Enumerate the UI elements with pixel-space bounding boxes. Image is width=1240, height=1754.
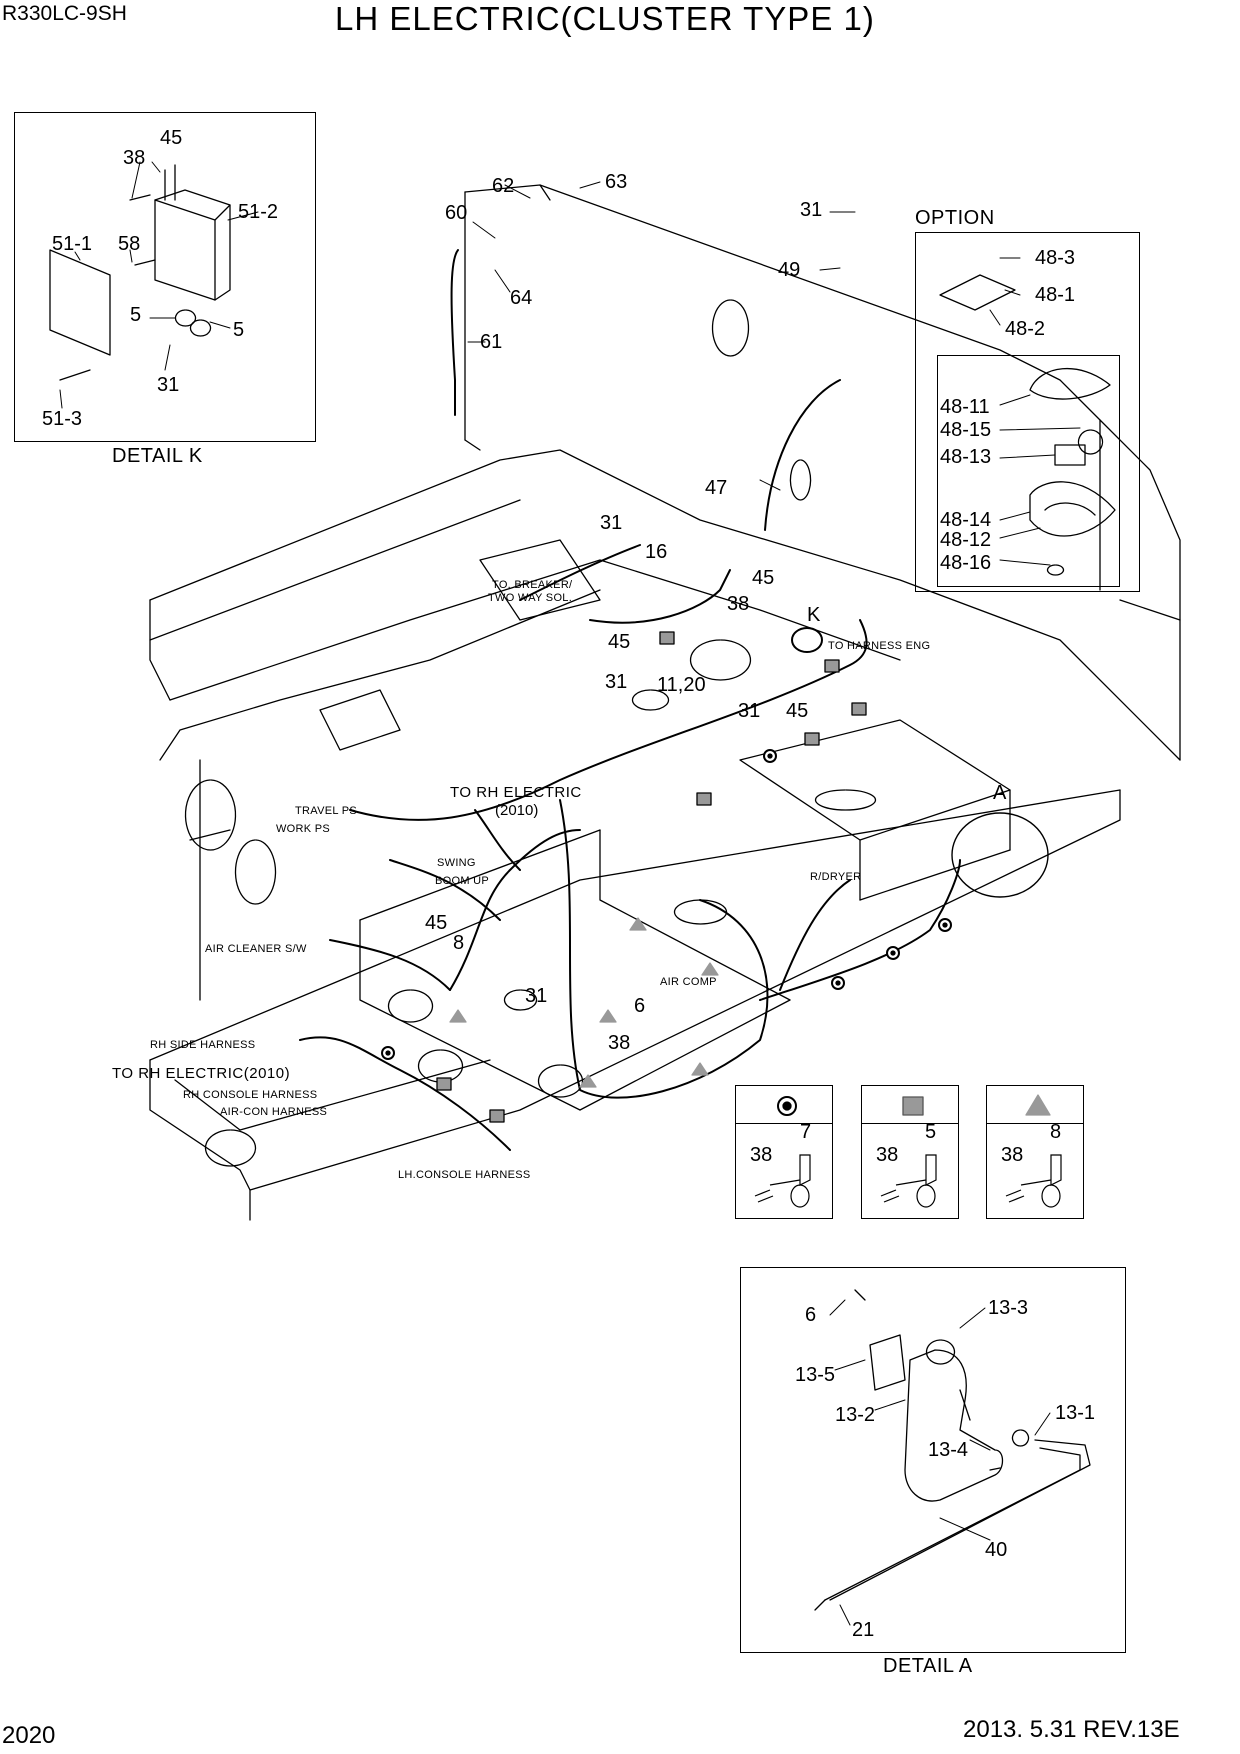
part-label: 61 bbox=[480, 331, 503, 353]
leader-lines bbox=[59, 161, 1081, 1626]
detail-k-panel bbox=[14, 112, 316, 442]
detail-a-label: 21 bbox=[852, 1619, 875, 1641]
annotation-rh-electric: TO RH ELECTRIC bbox=[450, 784, 582, 801]
detail-k-box-art bbox=[49, 164, 231, 381]
revision-date: 2013. 5.31 REV.13E bbox=[963, 1716, 1180, 1743]
detail-k-label: 51-1 bbox=[52, 233, 93, 255]
part-label: 45 bbox=[786, 700, 809, 722]
annotation-air-cleaner: AIR CLEANER S/W bbox=[205, 943, 307, 955]
part-label: 63 bbox=[605, 171, 628, 193]
battery-area bbox=[319, 539, 1011, 925]
detail-k-label: 38 bbox=[123, 147, 146, 169]
frame-rails bbox=[149, 449, 1181, 1001]
option-label: 48-15 bbox=[940, 419, 992, 441]
annotation-air-comp: AIR COMP bbox=[660, 976, 717, 988]
part-label: 31 bbox=[738, 700, 761, 722]
part-label: 45 bbox=[425, 912, 448, 934]
detail-a-panel bbox=[740, 1267, 1126, 1653]
detail-k-label: 5 bbox=[233, 319, 245, 341]
annotation-breaker: TO. BREAKER/ bbox=[492, 579, 573, 591]
detail-a-label: 40 bbox=[985, 1539, 1008, 1561]
part-label: 45 bbox=[752, 567, 775, 589]
legend-symbols bbox=[777, 1094, 1051, 1116]
annotation-lh-console-harness: LH.CONSOLE HARNESS bbox=[398, 1169, 531, 1181]
part-label: K bbox=[807, 604, 821, 626]
option-label: 48-13 bbox=[940, 446, 992, 468]
part-label: 31 bbox=[800, 199, 823, 221]
legend-box-circle-header bbox=[735, 1085, 833, 1124]
option-label: 48-1 bbox=[1035, 284, 1076, 306]
part-label: 49 bbox=[778, 259, 801, 281]
annotation-swing: SWING bbox=[437, 857, 476, 869]
legend-label: 38 bbox=[1001, 1144, 1024, 1166]
part-label: 31 bbox=[600, 512, 623, 534]
annotation-air-con-harness: AIR-CON HARNESS bbox=[220, 1106, 328, 1118]
part-label: 62 bbox=[492, 175, 515, 197]
legend-box-triangle-header bbox=[986, 1085, 1084, 1124]
detail-k-label: 5 bbox=[130, 304, 142, 326]
detail-a-label: 13-5 bbox=[795, 1364, 836, 1386]
detail-k-label: 58 bbox=[118, 233, 141, 255]
detail-k-label: 51-3 bbox=[42, 408, 83, 430]
part-label: 16 bbox=[645, 541, 668, 563]
detail-k-label: 51-2 bbox=[238, 201, 279, 223]
annotation-travel-ps: TRAVEL PS bbox=[295, 805, 357, 817]
option-panel bbox=[915, 232, 1140, 592]
part-label: 6 bbox=[634, 995, 646, 1017]
detail-a-label: 6 bbox=[805, 1304, 817, 1326]
part-label: 31 bbox=[525, 985, 548, 1007]
detail-a-label: 13-2 bbox=[835, 1404, 876, 1426]
option-label: 48-14 bbox=[940, 509, 992, 531]
part-label: 38 bbox=[608, 1032, 631, 1054]
option-label: 48-16 bbox=[940, 552, 992, 574]
part-label: A bbox=[993, 782, 1007, 804]
detail-a-label: 13-4 bbox=[928, 1439, 969, 1461]
annotation-harness-eng: TO HARNESS ENG bbox=[828, 640, 931, 652]
part-label: 8 bbox=[453, 932, 465, 954]
option-label: 48-12 bbox=[940, 529, 992, 551]
detail-k-label: 31 bbox=[157, 374, 180, 396]
detail-a-caption: DETAIL A bbox=[883, 1655, 973, 1677]
annotation-two-way-sol: TWO WAY SOL. bbox=[488, 592, 573, 604]
annotation-rh-console-harness: RH CONSOLE HARNESS bbox=[183, 1089, 318, 1101]
legend-box-square-header bbox=[861, 1085, 959, 1124]
clamp-symbols bbox=[381, 627, 1049, 1123]
legend-label: 38 bbox=[876, 1144, 899, 1166]
annotation-boom-up: BOOM UP bbox=[435, 875, 490, 887]
part-label: 31 bbox=[605, 671, 628, 693]
detail-k-label: 45 bbox=[160, 127, 183, 149]
legend-label: 5 bbox=[925, 1121, 937, 1143]
option-inner-panel bbox=[937, 355, 1120, 587]
annotation-work-ps: WORK PS bbox=[276, 823, 331, 835]
option-label: 48-3 bbox=[1035, 247, 1076, 269]
detail-a-art bbox=[814, 1289, 1091, 1611]
option-label: 48-11 bbox=[940, 396, 990, 418]
part-label: 38 bbox=[727, 593, 750, 615]
part-label: 45 bbox=[608, 631, 631, 653]
option-label: 48-2 bbox=[1005, 318, 1046, 340]
part-label: 64 bbox=[510, 287, 533, 309]
option-box-art bbox=[939, 274, 1116, 576]
page-number: 2020 bbox=[2, 1722, 56, 1749]
annotation-rh-electric-2010: TO RH ELECTRIC(2010) bbox=[112, 1065, 291, 1082]
page-title: LH ELECTRIC(CLUSTER TYPE 1) bbox=[335, 0, 875, 37]
part-label: 11,20 bbox=[657, 674, 706, 696]
annotation-rh-side-harness: RH SIDE HARNESS bbox=[150, 1039, 256, 1051]
legend-label: 7 bbox=[800, 1121, 812, 1143]
part-label: 47 bbox=[705, 477, 728, 499]
detail-k-caption: DETAIL K bbox=[112, 445, 203, 467]
annotation-rh-electric-code: (2010) bbox=[495, 802, 539, 819]
option-caption: OPTION bbox=[915, 207, 995, 229]
floor-platform bbox=[149, 789, 1121, 1221]
legend-label: 38 bbox=[750, 1144, 773, 1166]
legend-label: 8 bbox=[1050, 1121, 1062, 1143]
detail-a-label: 13-3 bbox=[988, 1297, 1029, 1319]
wire-harness-runs bbox=[299, 249, 961, 1151]
part-label: 60 bbox=[445, 202, 468, 224]
model-number: R330LC-9SH bbox=[2, 2, 127, 25]
detail-a-label: 13-1 bbox=[1055, 1402, 1096, 1424]
annotation-r-dryer: R/DRYER bbox=[810, 871, 862, 883]
